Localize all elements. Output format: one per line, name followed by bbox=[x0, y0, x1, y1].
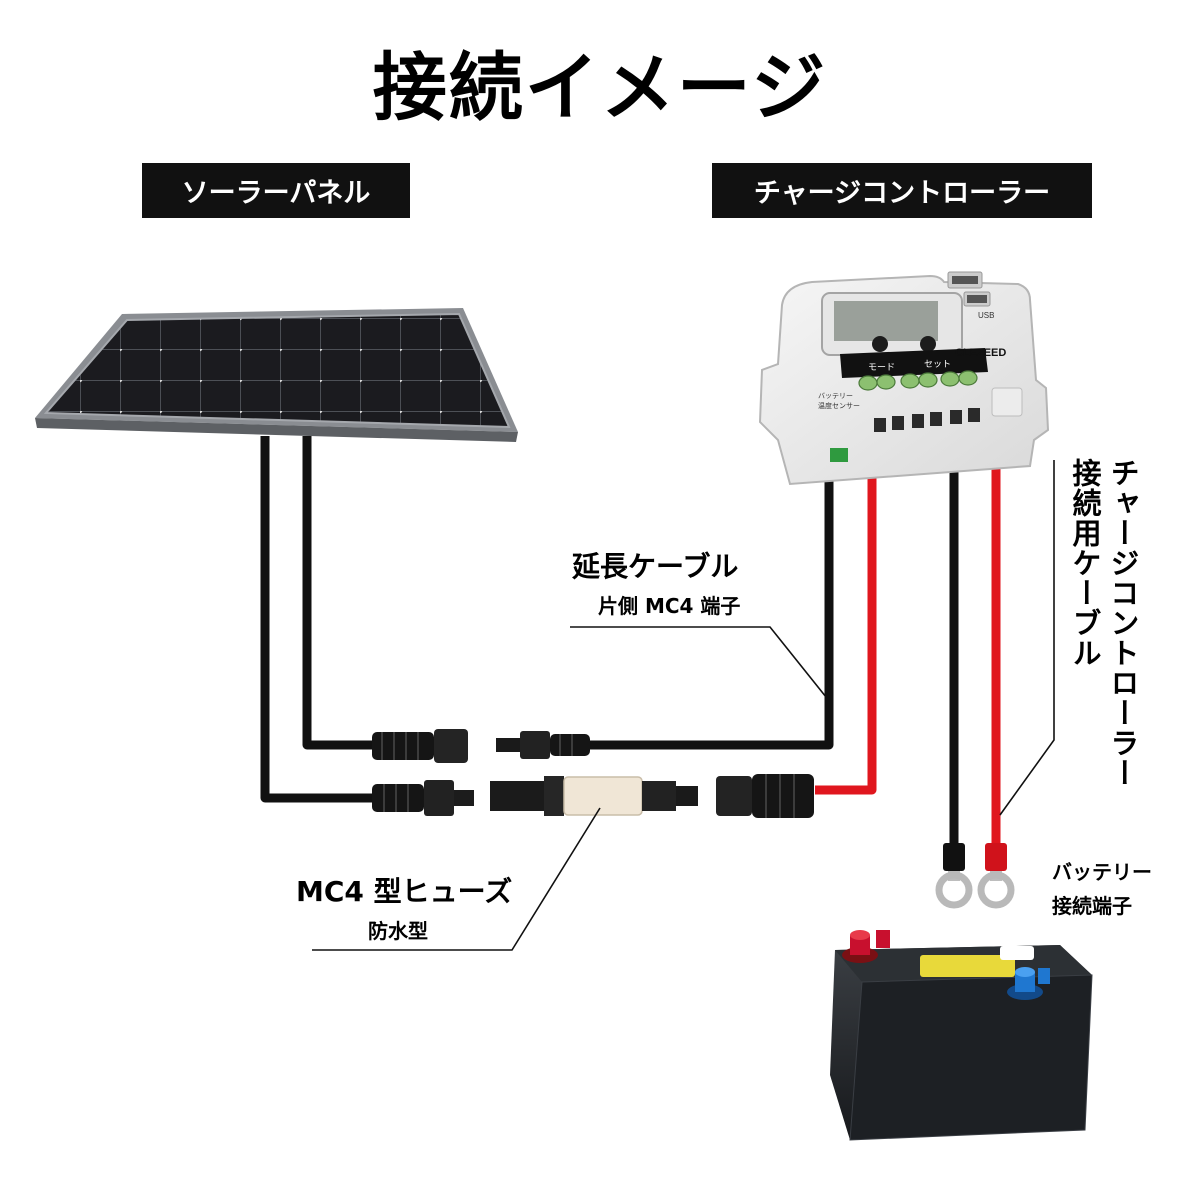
extension-cable-connector bbox=[496, 731, 590, 759]
controller-temp-label-2: 温度センサー bbox=[818, 401, 860, 410]
controller-cable-label-line1: チャージコントローラー bbox=[1102, 458, 1144, 788]
mc4-connector-bottom bbox=[372, 780, 474, 816]
mc4-fuse bbox=[490, 776, 698, 816]
battery-ring-terminal-black bbox=[939, 843, 969, 905]
controller-brand: CLEZEED bbox=[955, 347, 1006, 359]
battery bbox=[830, 930, 1092, 1140]
mc4-connector-top bbox=[372, 729, 468, 763]
controller-temp-label-1: バッテリー bbox=[818, 392, 853, 400]
fuse-label: MC4 型ヒューズ bbox=[296, 870, 512, 910]
controller-usb-label: USB bbox=[978, 311, 994, 320]
extension-cable-sublabel: 片側 MC4 端子 bbox=[598, 590, 740, 619]
mc4-connector-red bbox=[716, 774, 814, 818]
fuse-sublabel: 防水型 bbox=[368, 915, 428, 944]
battery-ring-terminal-red bbox=[981, 843, 1011, 905]
solar-panel bbox=[35, 308, 518, 442]
charge-controller bbox=[760, 272, 1048, 484]
controller-set-button-label: セット bbox=[924, 359, 951, 370]
battery-terminal-label-line1: バッテリー bbox=[1052, 856, 1152, 885]
controller-mode-button-label: モード bbox=[868, 363, 895, 373]
controller-cable-label-line2: 接続用ケーブル bbox=[1064, 458, 1106, 668]
extension-cable-label: 延長ケーブル bbox=[572, 545, 738, 585]
battery-terminal-label-line2: 接続端子 bbox=[1052, 890, 1132, 919]
